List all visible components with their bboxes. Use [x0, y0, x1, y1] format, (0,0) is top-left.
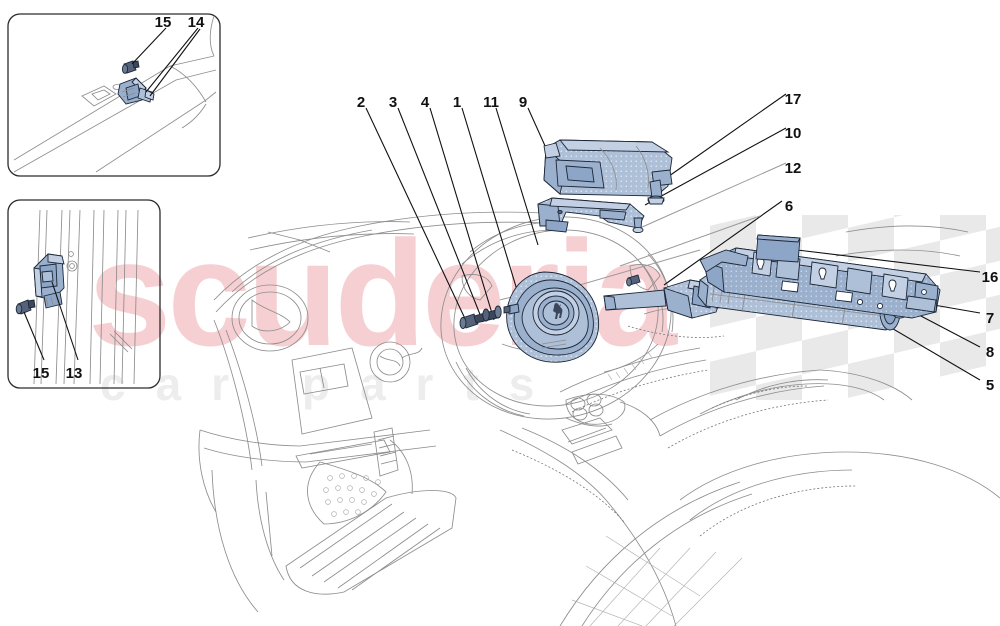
part-side-impact-sensor	[33, 253, 65, 309]
watermark-secondary: car parts	[100, 358, 564, 410]
part-sensor-fixing-screw-top	[121, 60, 140, 74]
part-sensor-fixing-screw-bottom	[15, 299, 36, 315]
part-passenger-airbag-module	[543, 139, 673, 205]
detail-callout-15-bottom: 15	[33, 365, 50, 382]
callout-4: 4	[421, 94, 430, 111]
ferrari-horse-emblem	[553, 303, 563, 319]
part-airbag-support-bracket	[537, 197, 645, 234]
callout-12: 12	[785, 160, 802, 177]
callout-16: 16	[982, 269, 999, 286]
callout-3: 3	[389, 94, 397, 111]
callout-5: 5	[986, 377, 994, 394]
callout-11: 11	[483, 94, 499, 111]
detail-box-top-left	[7, 13, 221, 177]
callout-labels: 2 3 4 1 11 9 17 10 12 6 16 7 8 5 15 14 1…	[33, 14, 999, 394]
callout-7: 7	[986, 310, 994, 327]
callout-6: 6	[785, 198, 793, 215]
callout-9: 9	[519, 94, 527, 111]
watermark-primary: scuderia	[88, 209, 679, 377]
callout-2: 2	[357, 94, 365, 111]
detail-callout-13-bottom: 13	[66, 365, 83, 382]
part-fasteners-driver-airbag	[459, 305, 502, 330]
detail-callout-14-top: 14	[188, 14, 205, 31]
part-driver-airbag-module	[503, 271, 600, 363]
detail-top-left-art	[13, 15, 217, 173]
part-front-impact-sensor	[117, 77, 155, 105]
leader-lines	[365, 93, 981, 381]
car-interior-lineart	[198, 211, 1000, 626]
callout-1: 1	[453, 94, 461, 111]
detail-callout-15-top: 15	[155, 14, 172, 31]
callout-10: 10	[785, 125, 802, 142]
callout-17: 17	[785, 91, 802, 108]
detail-box-bottom-left	[7, 199, 161, 389]
part-control-unit-plate	[755, 234, 801, 263]
callout-8: 8	[986, 344, 994, 361]
